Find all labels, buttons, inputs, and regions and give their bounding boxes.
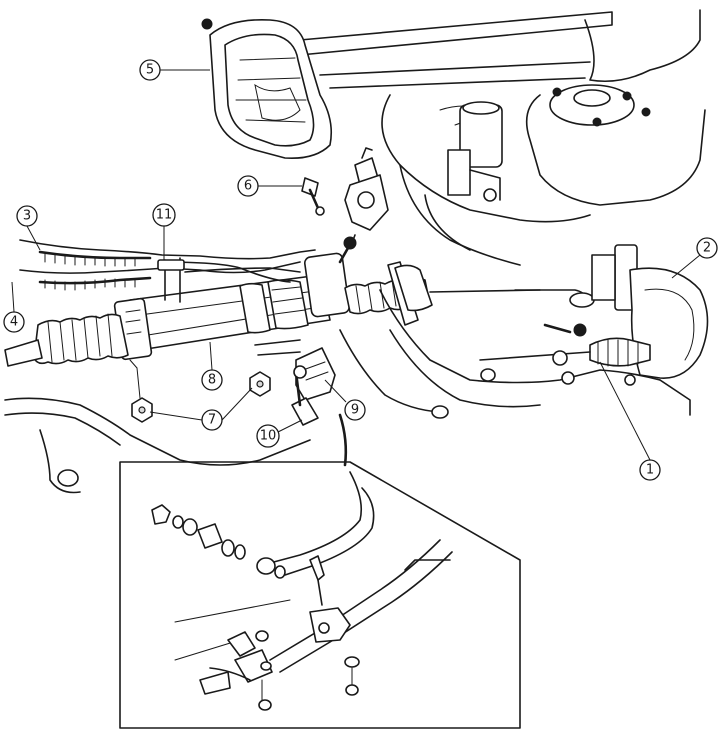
- callout-3: 3: [16, 205, 41, 251]
- callout-4: 4: [3, 281, 25, 333]
- mounting-nuts: [129, 359, 271, 423]
- callout-9: 9: [324, 379, 366, 421]
- universal-joint: [344, 147, 389, 249]
- callout-8: 8: [201, 341, 223, 391]
- rack-mount-right: [387, 261, 433, 326]
- callout-label: 8: [208, 373, 216, 388]
- tie-rod-end: [514, 289, 595, 337]
- callout-label: 1: [646, 463, 654, 478]
- callout-10: 10: [256, 419, 303, 448]
- stabilizer-link: [291, 365, 319, 426]
- strut-top-mount: [549, 84, 651, 127]
- callout-label: 9: [351, 403, 359, 418]
- mounting-bracket: [254, 339, 336, 401]
- callout-label: 5: [146, 63, 154, 78]
- callout-label: 11: [156, 208, 173, 223]
- callout-7: 7: [149, 387, 253, 431]
- callout-5: 5: [139, 59, 210, 81]
- callout-11: 11: [152, 203, 176, 260]
- inset-detail: [119, 413, 521, 729]
- vehicle-body-outline: [299, 9, 706, 266]
- left-rack-boot: [4, 313, 129, 367]
- callout-label: 4: [10, 315, 18, 330]
- callout-label: 3: [23, 209, 31, 224]
- callout-label: 6: [244, 179, 252, 194]
- callout-1: 1: [599, 361, 661, 481]
- pinch-bolt: [301, 177, 325, 216]
- callout-label: 7: [208, 413, 216, 428]
- hydraulic-lines: [19, 239, 316, 303]
- brake-reservoir: [447, 101, 503, 202]
- steering-rack-housing: [113, 274, 331, 361]
- steering-column-boot: [201, 18, 333, 160]
- steering-knuckle: [479, 244, 709, 386]
- inset-parts: [151, 504, 360, 711]
- callout-2: 2: [671, 237, 718, 279]
- callout-label: 10: [260, 429, 277, 444]
- callout-label: 2: [703, 241, 711, 256]
- crossmember: [4, 289, 691, 494]
- callout-6: 6: [237, 175, 302, 197]
